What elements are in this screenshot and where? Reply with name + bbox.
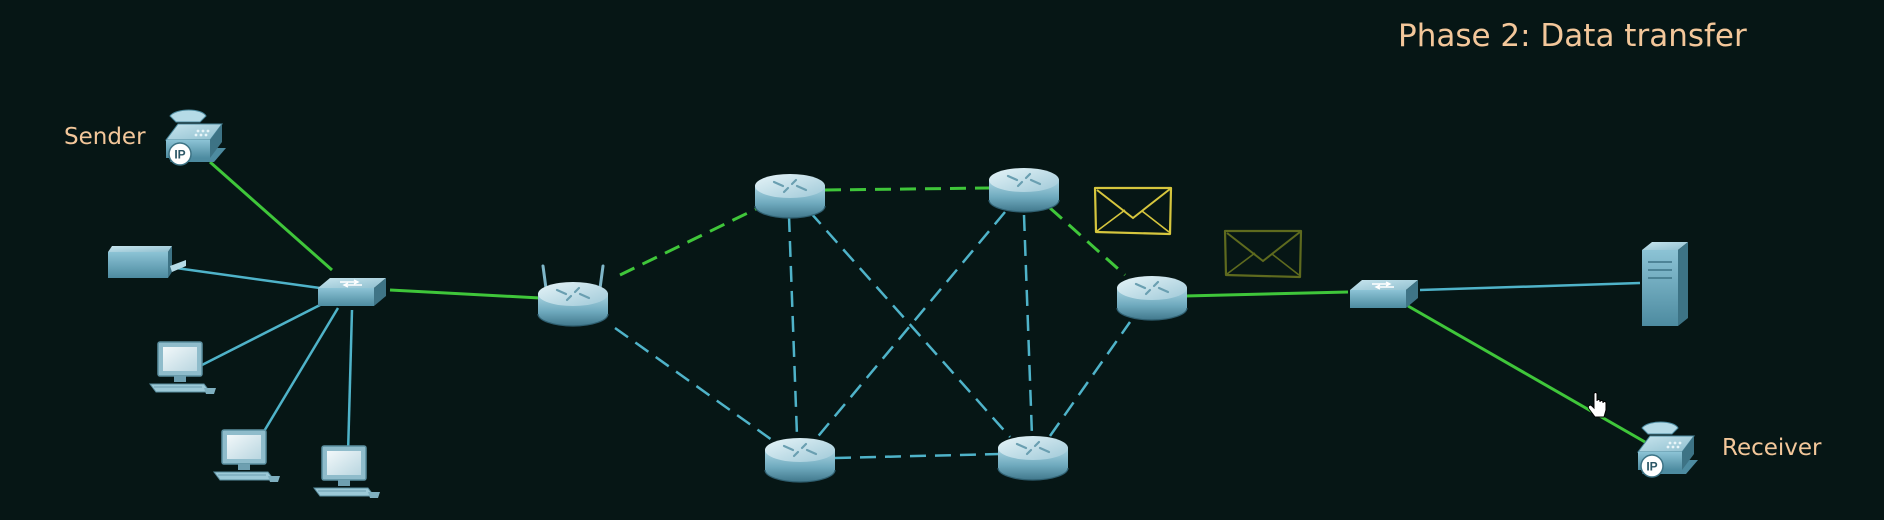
sender-phone-icon[interactable] — [165, 109, 227, 166]
link-wireless-router-to-router-bottom-left — [614, 326, 773, 442]
link-pc-2-to-switch-left — [258, 307, 340, 439]
pc-icon[interactable] — [313, 445, 381, 499]
link-pc-3-to-switch-left — [346, 309, 354, 455]
hand-cursor-icon — [1587, 392, 1607, 418]
switch-icon[interactable] — [1349, 279, 1419, 309]
switch-icon[interactable] — [317, 277, 387, 307]
link-pc-1-to-switch-left — [199, 302, 323, 368]
printer-icon[interactable] — [108, 246, 186, 278]
server-icon[interactable] — [1641, 241, 1689, 327]
link-router-top-left-to-router-bottom-left — [787, 215, 799, 437]
link-router-top-right-to-router-edge — [1049, 206, 1126, 277]
link-router-edge-to-switch-right — [1184, 290, 1349, 298]
page-title: Phase 2: Data transfer — [1398, 18, 1747, 54]
link-switch-left-to-wireless-router — [389, 288, 541, 300]
link-router-top-right-to-router-bottom-right — [1022, 214, 1034, 437]
link-router-bottom-left-to-router-bottom-right — [834, 452, 1001, 460]
links-layer — [175, 160, 1646, 460]
receiver-phone-icon[interactable] — [1637, 421, 1699, 478]
router-icon[interactable] — [753, 172, 827, 220]
router-icon[interactable] — [763, 436, 837, 484]
pc-icon[interactable] — [213, 429, 281, 483]
link-router-bottom-right-to-router-edge — [1048, 321, 1132, 437]
link-wireless-router-to-router-top-left — [619, 206, 759, 277]
link-printer-to-switch-left — [175, 266, 321, 290]
wireless-router-icon[interactable] — [536, 264, 610, 328]
link-sender-phone-to-switch-left — [209, 160, 333, 272]
link-switch-right-to-server — [1419, 281, 1641, 292]
router-icon[interactable] — [987, 166, 1061, 214]
sender-label: Sender — [64, 124, 146, 150]
link-router-top-left-to-router-top-right — [824, 186, 991, 192]
receiver-label: Receiver — [1722, 435, 1822, 461]
router-icon[interactable] — [1115, 274, 1189, 322]
pc-icon[interactable] — [149, 341, 217, 395]
link-router-top-left-to-router-bottom-right — [809, 211, 1011, 438]
envelope-trail-icon — [1223, 229, 1303, 279]
router-icon[interactable] — [996, 434, 1070, 482]
envelope-current-icon — [1093, 186, 1173, 236]
link-switch-right-to-receiver-phone — [1407, 304, 1646, 444]
